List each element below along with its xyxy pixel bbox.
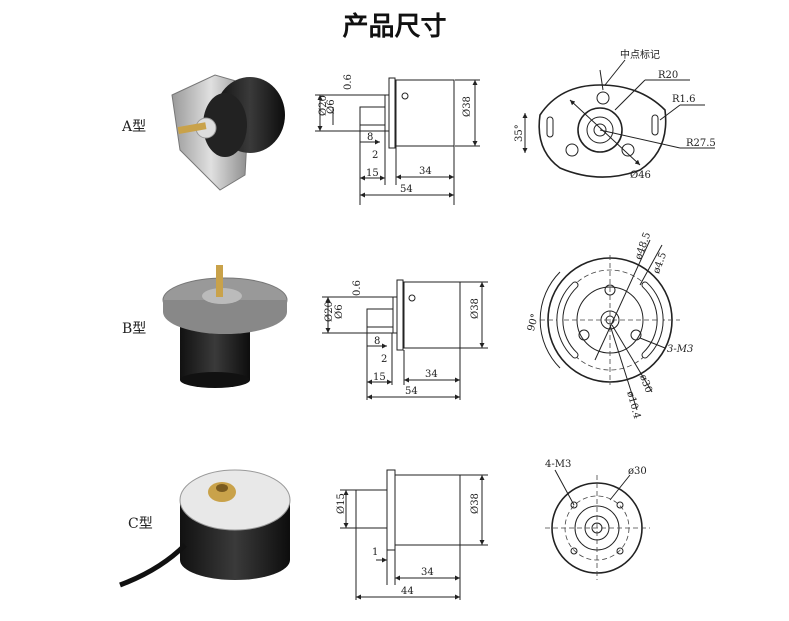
dimension-label: 4-M3	[545, 459, 571, 470]
dimension-label: R27.5	[686, 138, 716, 149]
type-label-c: C型	[128, 516, 153, 532]
dimension-label: 中点标记	[620, 48, 660, 61]
dimension-label: 8	[374, 336, 380, 347]
product-photo-a	[171, 74, 285, 191]
drawing-b-side: Ø20 Ø6 0.6 Ø38 8 2 15 34 54	[322, 279, 488, 400]
dimension-label: 54	[400, 184, 413, 195]
drawing-c-side: Ø15 Ø38 1 34 44	[336, 469, 488, 600]
dimension-label: 0.6	[352, 280, 363, 296]
dimension-label: Ø6	[334, 304, 345, 319]
dimension-label: ø10.4	[624, 390, 642, 420]
dimension-label: ø30	[637, 373, 654, 394]
dimension-label: 8	[367, 132, 373, 143]
dimension-label: R1.6	[672, 94, 695, 105]
drawing-a-front: 中点标记 R20 R1.6 R27.5 Ø46 35°	[514, 48, 716, 181]
dimension-label: ø4.5	[651, 251, 669, 275]
drawing-a-side: Ø20 Ø6 0.6 Ø38 8 2 15 34 54	[315, 74, 480, 205]
dimension-label: 3-M3	[667, 344, 693, 355]
dimension-label: ø48.5	[633, 231, 653, 261]
dimension-label: 1	[372, 547, 378, 558]
dimension-label: R20	[658, 70, 678, 81]
dimension-label: 34	[425, 369, 438, 380]
dimension-label: 34	[421, 567, 434, 578]
dimension-label: 90°	[526, 313, 541, 333]
dimension-label: 2	[372, 150, 378, 161]
dimension-label: Ø15	[336, 493, 347, 514]
dimension-label: 15	[373, 372, 386, 383]
page-title: 产品尺寸	[342, 12, 447, 42]
type-label-a: A型	[122, 119, 147, 135]
drawing-c-front: 4-M3 ø30	[545, 459, 650, 580]
dimension-label: 44	[401, 586, 414, 597]
dimension-label: 2	[381, 354, 387, 365]
dimension-label: Ø38	[462, 96, 473, 117]
dimension-label: 34	[419, 166, 432, 177]
dimension-label: Ø20	[318, 95, 329, 116]
dimension-label: 35°	[514, 124, 525, 142]
dimension-label: ø30	[628, 466, 647, 477]
product-photo-c	[119, 469, 291, 588]
type-label-b: B型	[122, 321, 147, 337]
dimension-label: 0.6	[343, 74, 354, 90]
dimension-label: Ø46	[630, 170, 651, 181]
dimension-label: 15	[366, 168, 379, 179]
dimension-label: 54	[405, 386, 418, 397]
dimension-label: Ø38	[470, 493, 481, 514]
dimension-label: Ø6	[326, 99, 337, 114]
dimension-label: Ø38	[470, 298, 481, 319]
dimension-label: Ø20	[324, 301, 335, 322]
drawing-b-front: 90° ø48.5 ø4.5 3-M3 ø30 ø10.4	[526, 231, 693, 420]
product-photo-b	[162, 265, 288, 388]
